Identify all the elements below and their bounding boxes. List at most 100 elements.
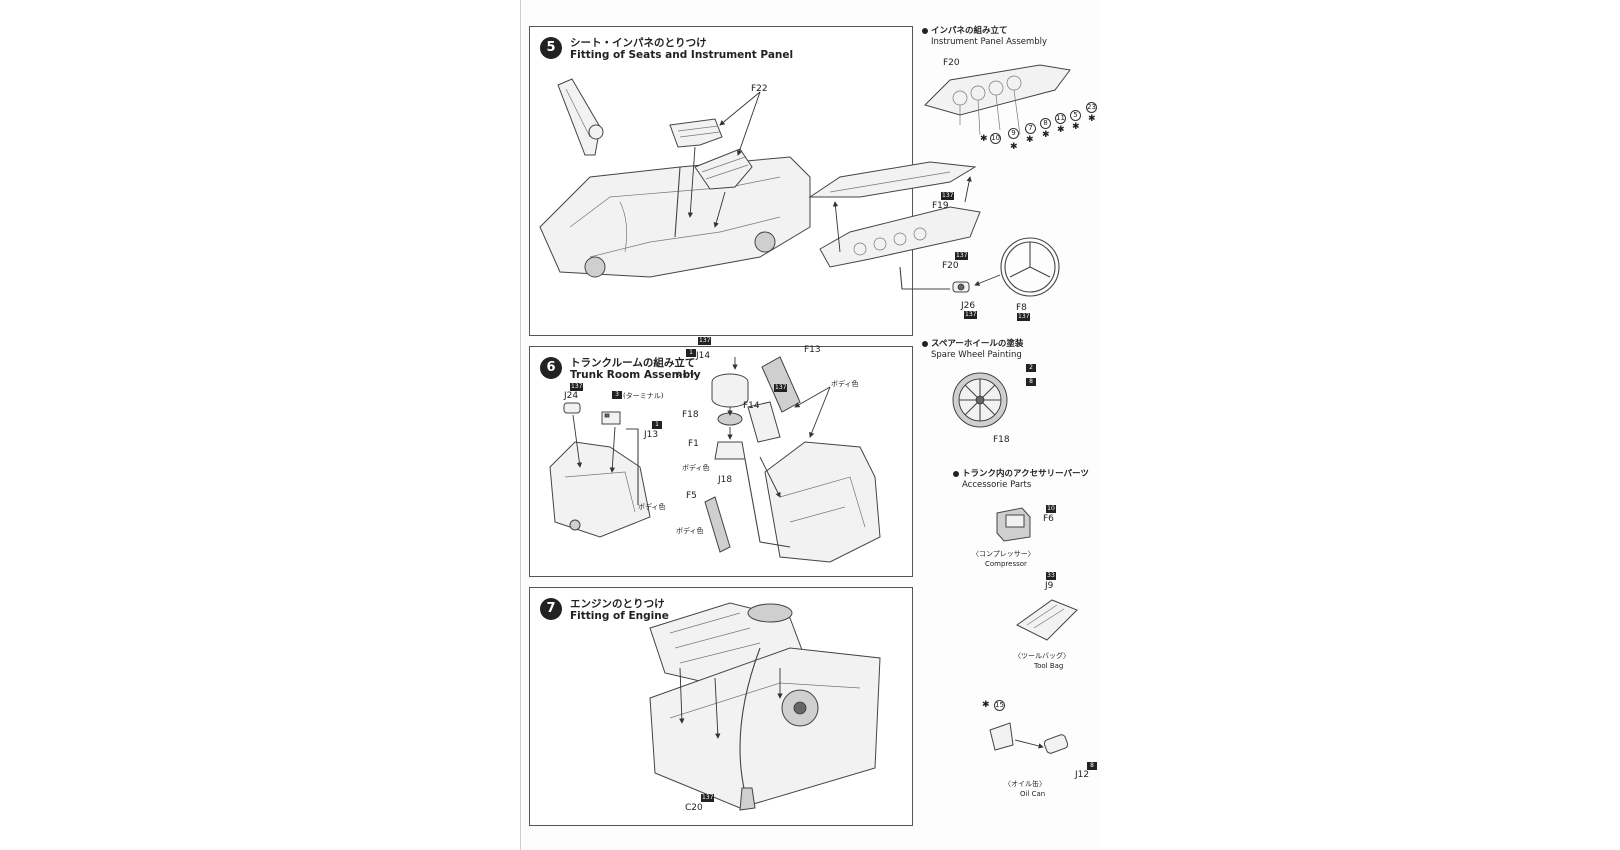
side-panel-f5 — [704, 496, 731, 553]
battery-j13 — [601, 411, 621, 425]
section-title-jp: スペアーホイールの塗装 — [931, 339, 1024, 349]
battery-cap-j24 — [563, 402, 581, 414]
callout-circle: 7 — [1025, 123, 1036, 134]
c20-label: C20 — [685, 803, 703, 813]
wheel-part-label: F18 — [993, 435, 1010, 445]
f13-label: F13 — [804, 345, 821, 355]
paint-code-badge: 137 — [1017, 313, 1031, 321]
j13-label: J13 — [644, 430, 659, 440]
bracket-f14 — [747, 401, 781, 443]
step-title-en: Fitting of Engine — [570, 610, 669, 622]
f1-label: F1 — [688, 439, 699, 449]
step-7-panel: 7 エンジンのとりつけ Fitting of Engine 137 C20 — [529, 587, 913, 826]
paint-code-badge: 8 — [1087, 762, 1097, 770]
star-icon: ✱ — [1026, 135, 1034, 145]
paint-code-badge: 1 — [652, 421, 662, 429]
step-number: 7 — [540, 598, 562, 620]
star-icon: ✱ — [980, 134, 988, 144]
callout-circle: 10 — [990, 133, 1001, 144]
j24-label: J24 — [564, 391, 579, 401]
trunk-right-body — [764, 441, 881, 563]
body-color-label: ボディ色 — [682, 464, 710, 472]
callout-circle: 15 — [994, 700, 1005, 711]
seat-part-label: F22 — [751, 84, 768, 94]
callout-circle: 9 — [1008, 128, 1019, 139]
section-title-en: Accessorie Parts — [962, 480, 1032, 490]
paint-code-badge: 3 — [612, 391, 622, 399]
panel-top-label: F19 — [932, 201, 949, 211]
tire — [711, 373, 749, 408]
star-icon: ✱ — [1010, 142, 1018, 152]
paint-code-badge: 1 — [686, 349, 696, 357]
exhaust-pipe-c20 — [739, 647, 761, 811]
spare-wheel-illustration — [952, 372, 1008, 428]
terminal-note: (ターミナル) — [623, 392, 664, 400]
tire-label: タイヤ — [675, 371, 696, 379]
section-title-jp: トランク内のアクセサリーパーツ — [962, 469, 1089, 479]
section-title-jp: インパネの組み立て — [931, 26, 1008, 36]
paint-code-badge: 137 — [774, 384, 788, 392]
engine-bay — [649, 647, 881, 809]
step-number: 5 — [540, 37, 562, 59]
f18-label: F18 — [682, 410, 699, 420]
panel-bottom-label: F20 — [942, 261, 959, 271]
step-title-en: Fitting of Seats and Instrument Panel — [570, 49, 794, 61]
seat-lower — [694, 148, 753, 190]
dashboard-lower — [819, 206, 981, 268]
steering-hub — [952, 281, 970, 293]
car-interior-tub — [539, 156, 811, 278]
steering-wheel-label: F8 — [1016, 303, 1027, 313]
paint-code-badge: 137 — [701, 794, 715, 802]
section-title-en: Spare Wheel Painting — [931, 350, 1022, 360]
body-color-label: ボディ色 — [638, 503, 666, 511]
j14-label: J14 — [696, 351, 711, 361]
callout-circle: 5 — [1070, 110, 1081, 121]
step-title-en: Trunk Room Assembly — [570, 369, 701, 381]
f14-label: F14 — [743, 401, 760, 411]
oil-can-illustration — [989, 722, 1069, 754]
j18-label: J18 — [718, 475, 733, 485]
paint-code-badge: 137 — [698, 337, 712, 345]
dashboard-upper — [808, 161, 977, 198]
seat-back — [557, 78, 604, 156]
tool-bag-name-jp: 〈ツールバッグ〉 — [1014, 652, 1070, 660]
f5-label: F5 — [686, 491, 697, 501]
step-5-panel: 5 シート・インパネのとりつけ Fitting of Seats and Ins… — [529, 26, 1060, 336]
compressor-name-en: Compressor — [985, 560, 1027, 568]
paint-code-badge: 8 — [1026, 378, 1036, 386]
steering-wheel — [1000, 237, 1060, 297]
star-icon: ✱ — [1072, 122, 1080, 132]
step-number: 6 — [540, 357, 562, 379]
panel-part-label: F20 — [943, 58, 960, 68]
bullet-icon — [922, 28, 928, 34]
step-title-jp: トランクルームの組み立て — [570, 357, 696, 369]
paint-code-badge: 137 — [955, 252, 969, 260]
trunk-left-body — [549, 441, 651, 538]
paint-code-badge: 2 — [1026, 364, 1036, 372]
paint-code-badge: 33 — [1046, 572, 1056, 580]
callout-circle: 8 — [1040, 118, 1051, 129]
callout-circle: 11 — [1055, 113, 1066, 124]
star-icon: ✱ — [1088, 114, 1096, 124]
bullet-icon — [953, 471, 959, 477]
compressor-part-label: F6 — [1043, 514, 1054, 524]
steering-hub-label: J26 — [961, 301, 976, 311]
step-title-jp: シート・インパネのとりつけ — [570, 37, 707, 49]
instrument-panel-illustration — [924, 64, 1071, 136]
step-6-panel: 6 トランクルームの組み立て Trunk Room Assembly — [529, 337, 913, 577]
section-title-en: Instrument Panel Assembly — [931, 37, 1048, 47]
oil-can-part-label: J12 — [1075, 770, 1090, 780]
engine-illustration — [649, 602, 881, 811]
seats-and-panel-illustration — [539, 78, 1060, 297]
paint-code-badge: 137 — [941, 192, 955, 200]
star-icon: ✱ — [1057, 125, 1065, 135]
trunk-room-illustration — [549, 356, 881, 563]
star-icon: ✱ — [1042, 130, 1050, 140]
tire-mount-f1 — [714, 441, 746, 460]
paint-code-badge: 137 — [964, 311, 978, 319]
oil-can-name-en: Oil Can — [1020, 790, 1046, 798]
step-title-jp: エンジンのとりつけ — [570, 598, 665, 610]
tool-bag-part-label: J9 — [1045, 581, 1054, 591]
body-color-label: ボディ色 — [676, 527, 704, 535]
compressor-name-jp: 〈コンプレッサー〉 — [972, 550, 1035, 558]
